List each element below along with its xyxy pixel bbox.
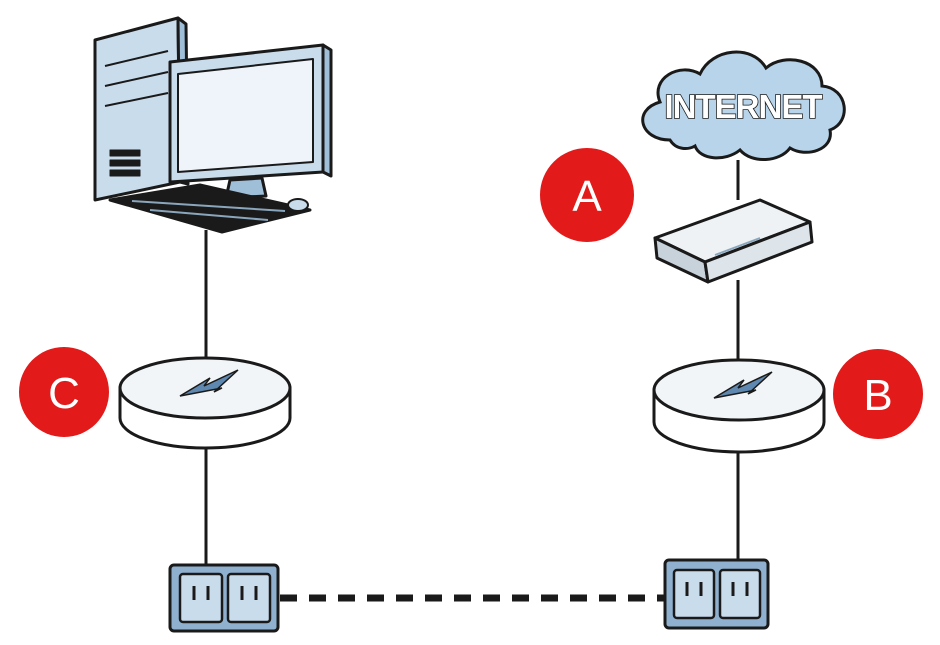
badge-a-circle (540, 148, 634, 242)
modem-icon (653, 198, 814, 284)
powerline-adapter-icon (652, 358, 826, 454)
wall-outlet-icon (168, 563, 280, 633)
badge-b: B (833, 349, 923, 439)
badge-c: C (19, 347, 109, 437)
internet-cloud-icon: INTERNET (641, 50, 846, 161)
badge-b-circle (833, 349, 923, 439)
desktop-computer-icon (93, 16, 333, 234)
badge-c-label: C (48, 369, 80, 418)
powerline-adapter-icon (118, 356, 292, 450)
computer-keyboard (108, 183, 312, 234)
badge-c-circle (19, 347, 109, 437)
cloud-label: INTERNET (665, 88, 823, 125)
connection-lines (204, 160, 740, 565)
wall-outlet-icon (663, 558, 770, 630)
badge-b-label: B (863, 371, 892, 420)
badge-a: A (540, 148, 634, 242)
badge-a-label: A (572, 172, 602, 221)
